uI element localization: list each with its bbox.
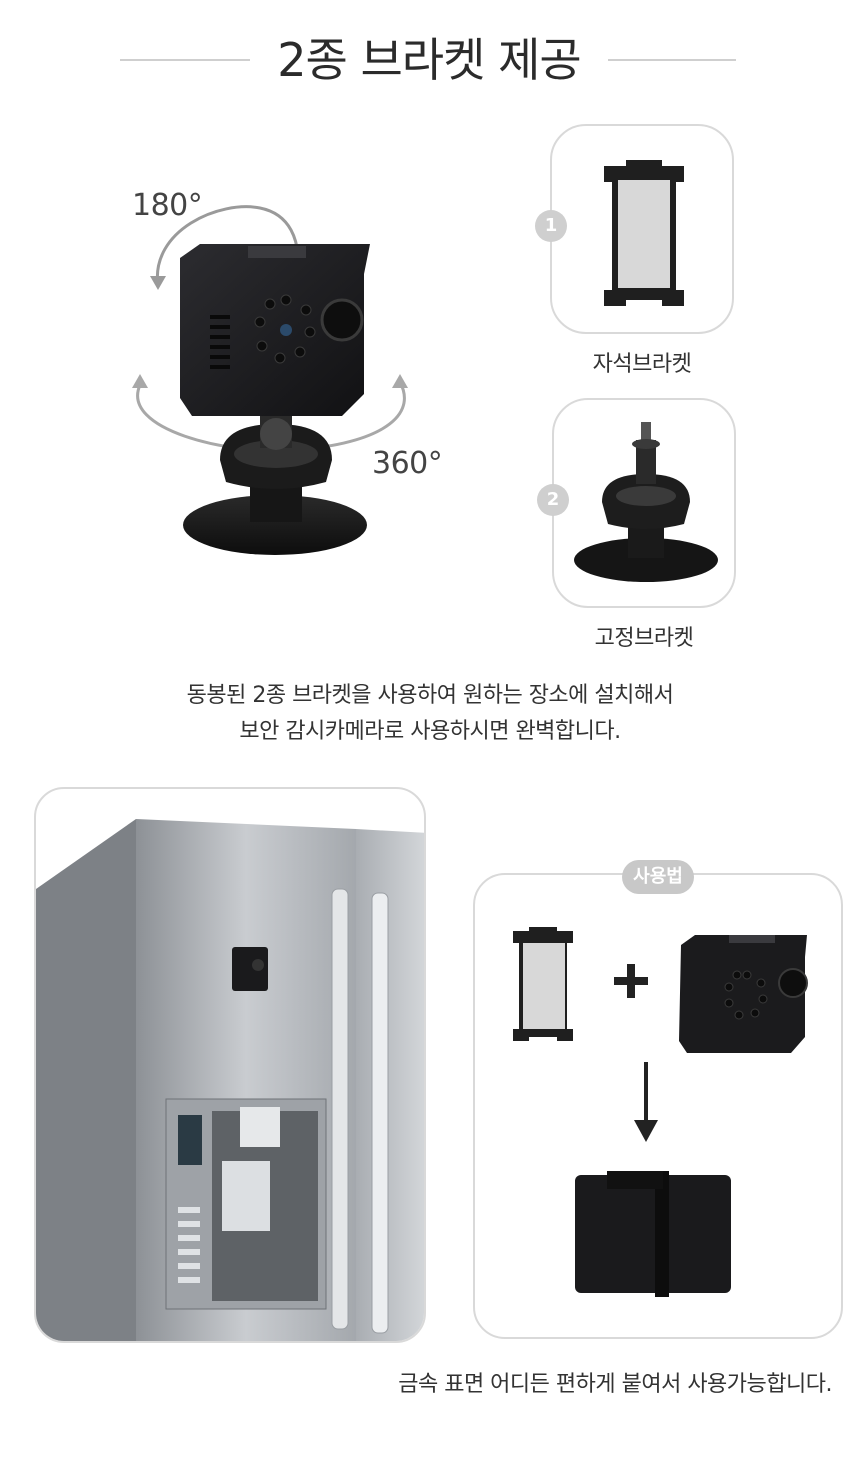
rotate-180-arrow-icon — [155, 205, 300, 287]
description-line: 동봉된 2종 브라켓을 사용하여 원하는 장소에 설치해서 — [186, 683, 674, 708]
description-text: 동봉된 2종 브라켓을 사용하여 원하는 장소에 설치해서 보안 감시카메라로 … — [0, 678, 860, 750]
bracket-label: 고정브라켓 — [594, 626, 694, 651]
title-divider-right — [608, 59, 736, 61]
assembled-camera-icon — [575, 1175, 731, 1293]
page-title: 2종 브라켓 제공 — [277, 33, 581, 87]
bracket-card-magnetic — [550, 124, 734, 334]
refrigerator-image — [36, 819, 424, 1341]
camera-icon — [679, 935, 807, 1053]
usage-diagram — [513, 927, 808, 1297]
fridge-example-image — [34, 787, 426, 1343]
plus-icon — [614, 964, 648, 998]
bracket-label: 자석브라켓 — [592, 352, 692, 377]
section-header: 2종 브라켓 제공 — [0, 28, 860, 92]
rotation-360-label: 360° — [372, 446, 443, 481]
bracket-number-badge: 1 — [535, 210, 567, 242]
description-line: 보안 감시카메라로 사용하시면 완벽합니다. — [239, 719, 621, 744]
fixed-mount-bracket-icon — [574, 422, 718, 582]
footer-text: 금속 표면 어디든 편하게 붙여서 사용가능합니다. — [398, 1372, 832, 1397]
usage-badge: 사용법 — [622, 860, 694, 894]
arrow-down-icon — [634, 1062, 658, 1142]
camera-on-mount-image — [132, 205, 408, 555]
rotation-180-label: 180° — [132, 188, 203, 223]
magnet-bracket-icon — [604, 160, 684, 306]
usage-panel — [473, 873, 843, 1339]
title-divider-left — [120, 59, 250, 61]
bracket-number-badge: 2 — [537, 484, 569, 516]
bracket-card-fixed — [552, 398, 736, 608]
